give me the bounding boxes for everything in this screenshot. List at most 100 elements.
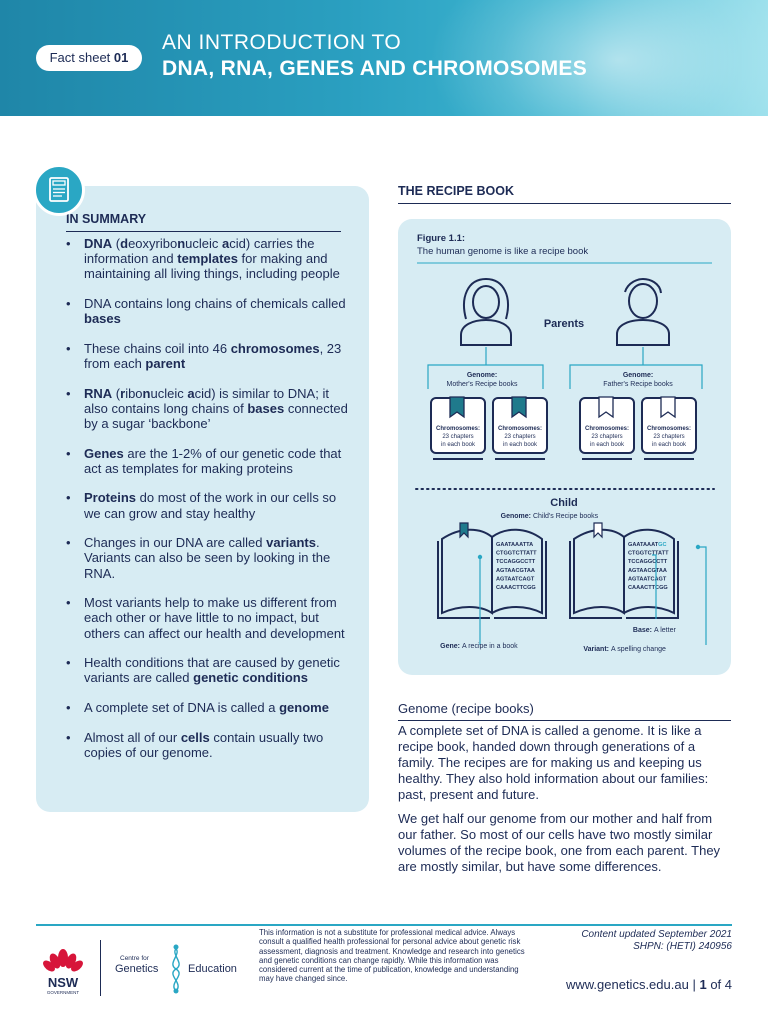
parents-label: Parents: [544, 318, 584, 330]
father-genome-text: Father's Recipe books: [603, 381, 673, 388]
svg-text:Genetics: Genetics: [115, 963, 159, 975]
base-text: A letter: [654, 627, 676, 634]
footer-divider: [36, 924, 732, 926]
sequence-line: TCCAGGCCTT: [628, 559, 668, 565]
updated-date: Content updated September 2021: [581, 929, 732, 940]
figure-caption: The human genome is like a recipe book: [417, 246, 588, 257]
gene-bold: Gene:: [440, 643, 460, 650]
father-genome-bold: Genome:: [623, 372, 653, 379]
chromosome-book-label: in each book: [441, 442, 476, 448]
chromosome-book-label: in each book: [503, 442, 538, 448]
sequence-line: CAAACTTCGG: [628, 585, 668, 591]
summary-item: A complete set of DNA is called a genome: [66, 700, 351, 715]
chromosome-book-label: Chromosomes:: [647, 426, 691, 432]
child-book-mother: [437, 522, 547, 619]
left-sequence: GAATAAATTA CTGGTCTTATT TCCAGGCCTT AGTAACGTA…: [496, 542, 537, 591]
fact-sheet-badge: Fact sheet 01: [36, 45, 142, 71]
sequence-line: CAAACTTCGG: [496, 585, 536, 591]
page-title-line2: DNA, RNA, GENES AND CHROMOSOMES: [162, 57, 588, 80]
chromosome-book-label: Chromosomes:: [498, 426, 542, 432]
summary-item: Genes are the 1-2% of our genetic code t…: [66, 446, 351, 476]
summary-item: Most variants help to make us different …: [66, 595, 351, 641]
chromosome-book: Chromosomes: 23 chapters in each book: [579, 396, 635, 460]
sequence-line: AGTAACGTAA: [496, 568, 535, 574]
sequence-line: AGTAACGTAA: [628, 568, 667, 574]
summary-item: DNA (deoxyribonucleic acid) carries the …: [66, 236, 351, 282]
mother-genome-bold: Genome:: [467, 372, 497, 379]
summary-item: These chains coil into 46 chromosomes, 2…: [66, 341, 351, 371]
variant-bold: Variant:: [583, 646, 609, 653]
page-title-line1: AN INTRODUCTION TO: [162, 31, 402, 54]
child-genome-text: Child's Recipe books: [533, 513, 599, 520]
fact-sheet-label: Fact sheet: [49, 50, 111, 65]
summary-heading: IN SUMMARY: [66, 212, 147, 226]
page-total: of 4: [710, 977, 732, 992]
fact-sheet-number: 01: [113, 50, 129, 65]
svg-text:NSW: NSW: [48, 975, 79, 990]
page-header: Fact sheet 01 AN INTRODUCTION TO DNA, RN…: [0, 0, 768, 116]
sequence-line: CTGGTCTTATT: [628, 551, 669, 557]
summary-panel: IN SUMMARY DNA (deoxyribonucleic acid) c…: [36, 186, 369, 812]
chromosome-book-label: in each book: [590, 442, 625, 448]
centre-for-genetics-education-logo: Centre for Genetics Education: [115, 944, 237, 994]
svg-text:GOVERNMENT: GOVERNMENT: [47, 990, 80, 995]
genome-paragraph-2: We get half our genome from our mother a…: [398, 811, 721, 874]
logo-divider: [100, 940, 101, 996]
sequence-line: AGTAATCAGT: [496, 576, 535, 582]
shpn-code: SHPN: (HETI) 240956: [633, 940, 732, 952]
genome-paragraph-1: A complete set of DNA is called a genome…: [398, 723, 709, 802]
gene-text: A recipe in a book: [462, 643, 518, 650]
chromosome-book-label: 23 chapters: [591, 434, 622, 440]
header-dna-graphic: [428, 0, 768, 116]
page-current: 1: [699, 977, 707, 992]
figure-label: Figure 1.1:: [417, 233, 465, 244]
child-genome-bold: Genome:: [501, 513, 531, 520]
child-book-father: [569, 522, 679, 619]
sequence-line: AGTAATCAGT: [628, 576, 667, 582]
recipe-divider: [398, 203, 731, 204]
child-label: Child: [550, 497, 578, 509]
variant-text: A spelling change: [611, 646, 666, 653]
mother-genome-text: Mother's Recipe books: [447, 381, 518, 388]
summary-item: Health conditions that are caused by gen…: [66, 655, 351, 685]
sequence-line: TCCAGGCCTT: [496, 559, 536, 565]
summary-divider: [66, 231, 341, 232]
disclaimer-text: This information is not a substitute for…: [259, 928, 525, 984]
genome-heading: Genome (recipe books): [398, 701, 534, 716]
sequence-line: CTGGTCTTATT: [496, 551, 537, 557]
recipe-book-figure: Figure 1.1: The human genome is like a r…: [415, 233, 715, 653]
page-footer-link: www.genetics.edu.au | 1 of 4: [565, 977, 732, 992]
content-updated: Content updated September 2021 SHPN: (HE…: [581, 929, 732, 952]
summary-item: Almost all of our cells contain usually …: [66, 730, 351, 760]
sequence-line: GAATAAATTA: [496, 542, 533, 548]
summary-item: RNA (ribonucleic acid) is similar to DNA…: [66, 386, 351, 432]
chromosome-book-label: 23 chapters: [442, 434, 473, 440]
father-icon: [616, 277, 670, 346]
chromosome-book-label: Chromosomes:: [436, 426, 480, 432]
summary-item: DNA contains long chains of chemicals ca…: [66, 296, 351, 326]
chromosome-book-label: 23 chapters: [504, 434, 535, 440]
website-link[interactable]: www.genetics.edu.au: [565, 977, 689, 992]
chromosome-book-label: 23 chapters: [653, 434, 684, 440]
svg-text:Education: Education: [188, 963, 237, 975]
summary-item: Changes in our DNA are called variants. …: [66, 535, 351, 581]
base-bold: Base:: [633, 627, 652, 634]
document-icon: [33, 164, 85, 216]
recipe-book-heading: THE RECIPE BOOK: [398, 184, 514, 198]
bookmark-icon: [449, 396, 465, 419]
bookmark-icon: [511, 396, 527, 419]
genome-divider: [398, 720, 731, 721]
nsw-government-logo: NSW GOVERNMENT: [43, 949, 83, 995]
chromosome-book: Chromosomes: 23 chapters in each book: [430, 396, 486, 460]
chromosome-book-label: in each book: [652, 442, 687, 448]
figure-panel: Figure 1.1: The human genome is like a r…: [398, 219, 731, 675]
mother-icon: [460, 277, 512, 346]
chromosome-book-label: Chromosomes:: [585, 426, 629, 432]
sequence-line: GAATAAATGC: [628, 542, 667, 548]
bookmark-icon: [660, 396, 676, 419]
bookmark-icon: [598, 396, 614, 419]
svg-text:Centre for: Centre for: [120, 955, 150, 962]
chromosome-book: Chromosomes: 23 chapters in each book: [492, 396, 548, 460]
summary-list: DNA (deoxyribonucleic acid) carries the …: [66, 236, 351, 774]
